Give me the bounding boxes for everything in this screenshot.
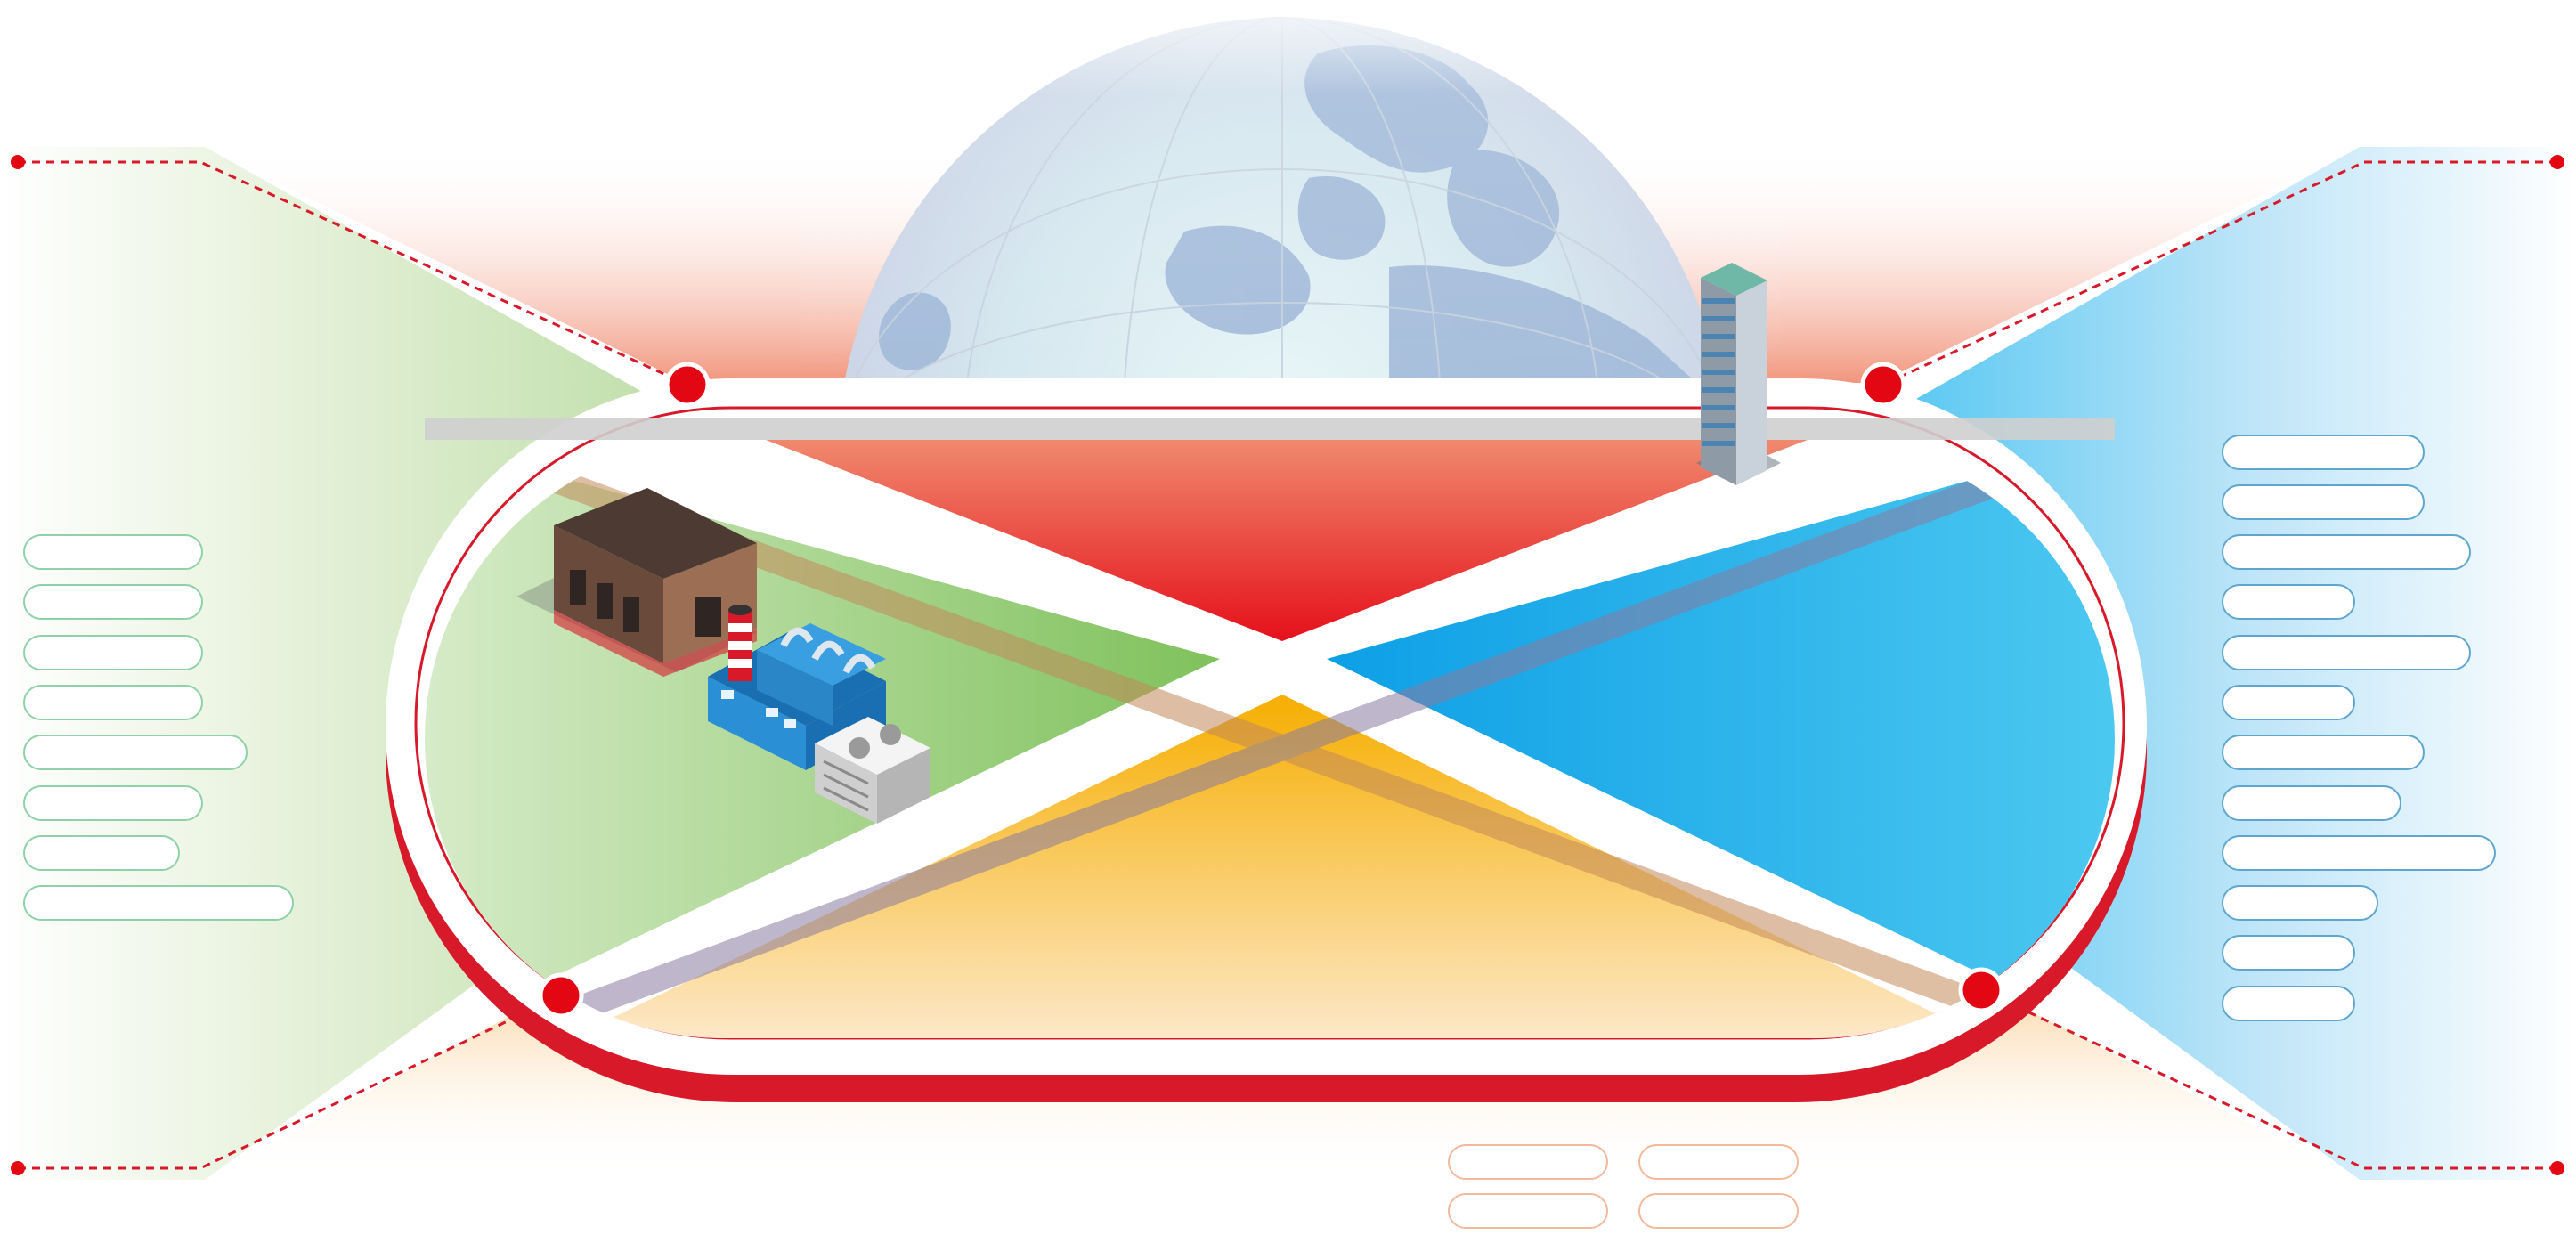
globe-icon [801, 0, 1781, 378]
endpoint-bottom-right [2550, 1161, 2564, 1175]
left-label-1 [23, 534, 203, 570]
marker-bottom-right [1958, 967, 2004, 1013]
left-label-4 [23, 685, 203, 720]
left-label-8 [23, 885, 294, 921]
left-label-6 [23, 785, 203, 821]
right-label-3 [2222, 534, 2471, 570]
right-label-1 [2222, 435, 2425, 470]
field-red-top [766, 440, 1808, 641]
connector-lines [18, 160, 2557, 1170]
left-label-7 [23, 835, 180, 871]
connector-bottom-left [18, 994, 562, 1170]
bottom-label-3 [1448, 1193, 1608, 1229]
right-label-4 [2222, 584, 2355, 620]
right-label-10 [2222, 885, 2378, 921]
factory-building-icon [516, 488, 757, 677]
right-label-6 [2222, 685, 2355, 720]
marker-top-left [664, 362, 711, 408]
right-label-7 [2222, 735, 2425, 770]
condenser-unit-icon [815, 717, 930, 824]
right-label-11 [2222, 935, 2355, 971]
endpoint-bottom-left [11, 1161, 25, 1175]
left-label-2 [23, 584, 203, 620]
endpoint-top-left [11, 155, 25, 169]
right-label-9 [2222, 835, 2496, 871]
field-yellow-bottom [570, 695, 1986, 1038]
bottom-label-4 [1638, 1193, 1799, 1229]
right-label-12 [2222, 986, 2355, 1021]
left-label-5 [23, 735, 248, 770]
connector-top-left [18, 160, 688, 386]
bottom-label-2 [1638, 1144, 1799, 1180]
right-label-5 [2222, 635, 2471, 670]
markers [11, 155, 2564, 1175]
endpoint-top-right [2550, 155, 2564, 169]
office-tower-icon [1696, 263, 1781, 485]
right-panel-backdrop [1772, 147, 2576, 1180]
connector-bottom-right [1980, 988, 2557, 1170]
marker-bottom-left [538, 972, 584, 1019]
bottom-label-1 [1448, 1144, 1608, 1180]
marker-top-right [1860, 362, 1906, 408]
field-blue-right [1327, 440, 2115, 1038]
power-plant-icon [708, 605, 886, 770]
left-label-3 [23, 635, 203, 670]
right-label-8 [2222, 785, 2401, 821]
connector-top-right [1882, 160, 2557, 386]
right-label-2 [2222, 484, 2425, 520]
